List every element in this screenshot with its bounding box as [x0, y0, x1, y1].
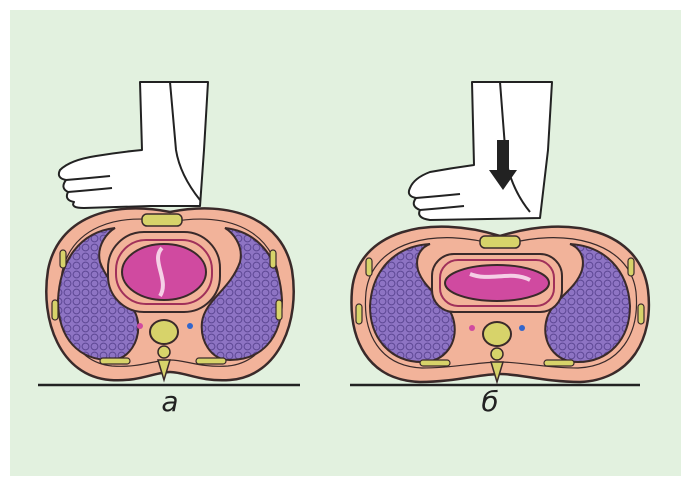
sternum-a — [142, 214, 182, 226]
caption-panel-b: б — [470, 386, 510, 418]
vertebra-a — [150, 320, 178, 344]
heart-b — [445, 265, 549, 301]
panel-a — [38, 82, 300, 385]
caption-panel-a: а — [150, 386, 190, 418]
hand-b — [409, 82, 552, 220]
sternum-b — [480, 236, 520, 248]
panel-b — [350, 82, 649, 385]
hand-a — [59, 82, 208, 208]
vertebra-b — [483, 322, 511, 346]
